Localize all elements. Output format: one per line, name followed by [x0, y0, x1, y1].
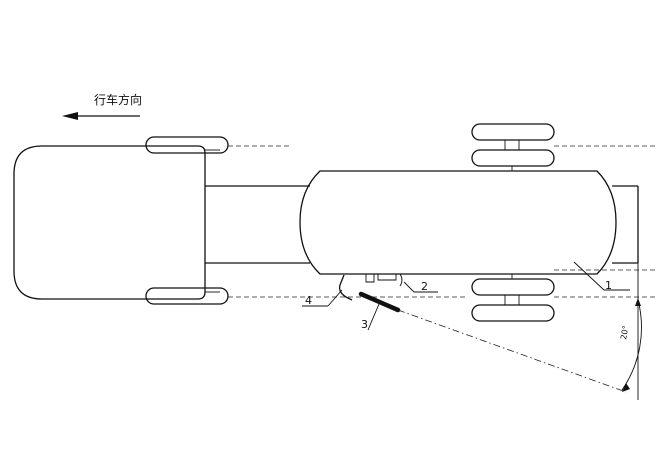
part-3-bar: [358, 291, 401, 313]
leader-lines: [302, 261, 630, 331]
rear-wheels-bottom: [471, 274, 555, 322]
label-part-1: 1: [605, 279, 612, 292]
angle-construction: [397, 263, 642, 400]
chassis-frame: [205, 185, 639, 264]
front-wheel-top: [145, 136, 229, 154]
front-wheel-bottom: [145, 287, 229, 305]
tank-body: [299, 170, 617, 275]
rear-wheels-top: [471, 123, 555, 171]
part-4-sensor: [338, 274, 353, 301]
direction-arrow: [62, 112, 140, 120]
label-part-2: 2: [421, 280, 428, 293]
label-part-4: 4: [305, 294, 312, 307]
angle-label: 20°: [619, 325, 630, 341]
cab-unit: [13, 136, 229, 305]
direction-label: 行车方向: [94, 92, 142, 107]
label-part-3: 3: [361, 318, 368, 331]
part-2-bracket: [365, 273, 403, 287]
